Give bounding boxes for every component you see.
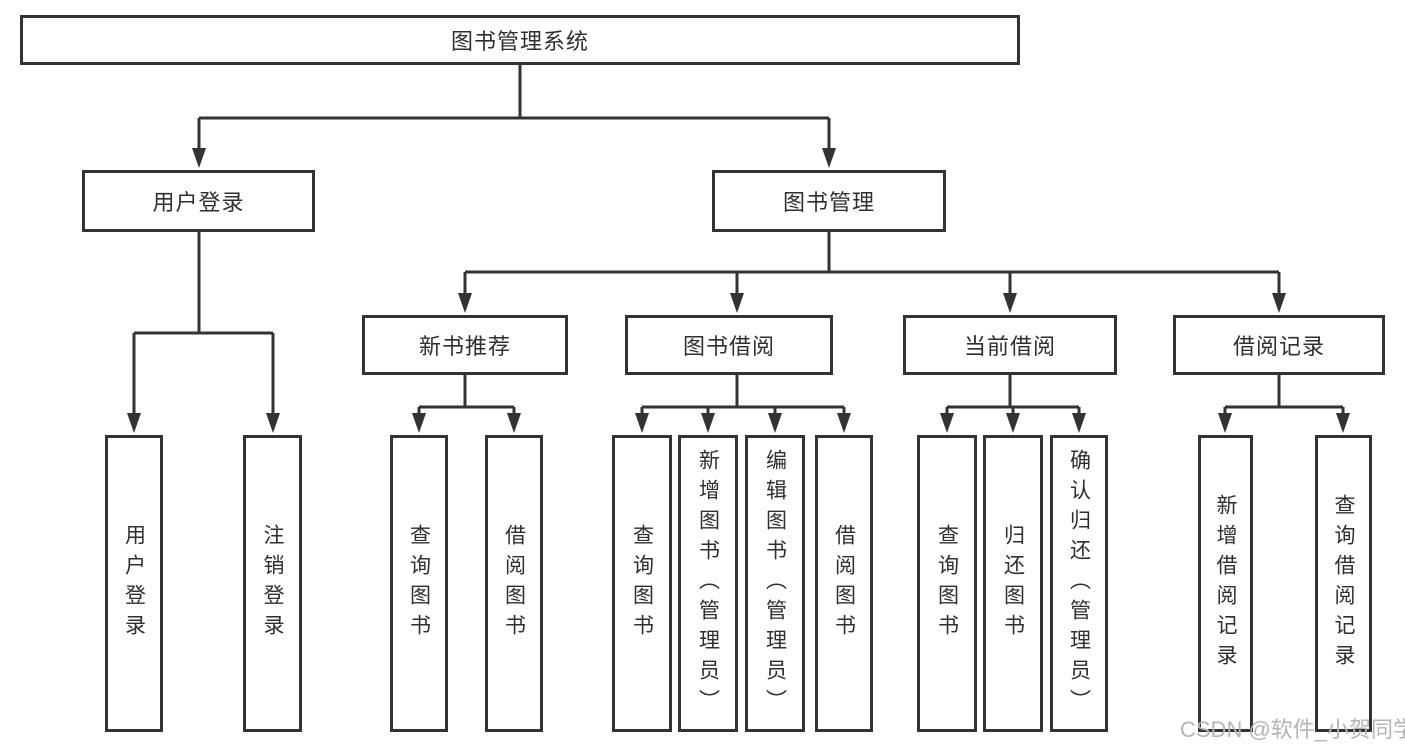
node-borrowing-records: 借阅记录: [1173, 315, 1385, 375]
leaf-add-borrow-record: 新增借阅记录: [1198, 435, 1253, 732]
leaf-return-book: 归还图书: [983, 435, 1043, 732]
node-book-borrowing: 图书借阅: [625, 315, 833, 375]
leaf-borrow-books: 借阅图书: [815, 435, 873, 732]
node-book-management-label: 图书管理: [782, 190, 875, 215]
leaf-confirm-return-admin-label: 确认归还（管理员）: [1067, 448, 1091, 719]
leaf-query-borrow-record-label: 查询借阅记录: [1332, 493, 1355, 674]
arrowhead: [701, 413, 715, 433]
node-current-borrowing-label: 当前借阅: [963, 334, 1056, 359]
arrowhead: [1218, 413, 1232, 433]
arrowhead: [837, 413, 851, 433]
leaf-confirm-return-admin: 确认归还（管理员）: [1050, 435, 1108, 732]
arrowhead: [507, 413, 521, 433]
arrowhead: [127, 413, 141, 433]
node-book-borrowing-label: 图书借阅: [682, 334, 775, 359]
connector-book-borrow-to-leaves: [640, 375, 846, 420]
leaf-add-book-admin: 新增图书（管理员）: [678, 435, 738, 732]
arrowhead: [412, 413, 426, 433]
arrowhead: [1272, 293, 1286, 313]
root-node-book-management-system: 图书管理系统: [20, 15, 1020, 65]
arrowhead: [768, 413, 782, 433]
node-new-book-recommend-label: 新书推荐: [418, 334, 511, 359]
arrowhead: [266, 413, 280, 433]
csdn-watermark: CSDN @软件_小贺同学: [1180, 717, 1405, 742]
arrowhead: [1072, 413, 1086, 433]
connector-borrow-records-to-leaves: [1223, 375, 1345, 420]
leaf-return-book-label: 归还图书: [1001, 523, 1025, 644]
connector-new-book-to-leaves: [417, 375, 516, 420]
leaf-query-books-current-label: 查询图书: [935, 523, 959, 644]
leaf-user-login-label: 用户登录: [122, 523, 146, 644]
connector-book-mgmt-to-level3: [463, 232, 1281, 300]
arrowhead: [635, 413, 649, 433]
leaf-edit-book-admin-label: 编辑图书（管理员）: [763, 448, 787, 719]
root-node-label: 图书管理系统: [450, 29, 589, 54]
node-user-login-label: 用户登录: [152, 190, 245, 215]
leaf-user-login: 用户登录: [105, 435, 163, 732]
arrowhead: [1003, 293, 1017, 313]
leaf-logout: 注销登录: [243, 435, 302, 732]
leaf-query-books-borrowing: 查询图书: [612, 435, 672, 732]
connector-lines: [132, 65, 1345, 420]
leaf-borrow-books-recommend-label: 借阅图书: [502, 523, 526, 644]
leaf-query-books-current: 查询图书: [917, 435, 977, 732]
node-new-book-recommend: 新书推荐: [362, 315, 568, 375]
node-current-borrowing: 当前借阅: [903, 315, 1117, 375]
leaf-query-books-recommend: 查询图书: [390, 435, 448, 732]
leaf-query-books-borrowing-label: 查询图书: [630, 523, 654, 644]
arrowhead: [1336, 413, 1350, 433]
leaf-add-borrow-record-label: 新增借阅记录: [1214, 493, 1237, 674]
connector-user-login-to-leaves: [132, 232, 275, 420]
leaf-borrow-books-label: 借阅图书: [832, 523, 856, 644]
arrowhead: [730, 293, 744, 313]
arrowheads: [127, 148, 1350, 433]
arrowhead: [1006, 413, 1020, 433]
leaf-edit-book-admin: 编辑图书（管理员）: [745, 435, 805, 732]
leaf-query-books-recommend-label: 查询图书: [407, 523, 431, 644]
arrowhead: [458, 293, 472, 313]
leaf-add-book-admin-label: 新增图书（管理员）: [696, 448, 720, 719]
leaf-logout-label: 注销登录: [261, 523, 284, 644]
arrowhead: [940, 413, 954, 433]
arrowhead: [192, 148, 206, 168]
node-user-login: 用户登录: [82, 170, 315, 232]
leaf-query-borrow-record: 查询借阅记录: [1315, 435, 1372, 732]
node-book-management: 图书管理: [712, 170, 946, 232]
node-borrowing-records-label: 借阅记录: [1232, 334, 1325, 359]
arrowhead: [822, 148, 836, 168]
connector-root-to-level2: [197, 65, 831, 152]
leaf-borrow-books-recommend: 借阅图书: [485, 435, 543, 732]
